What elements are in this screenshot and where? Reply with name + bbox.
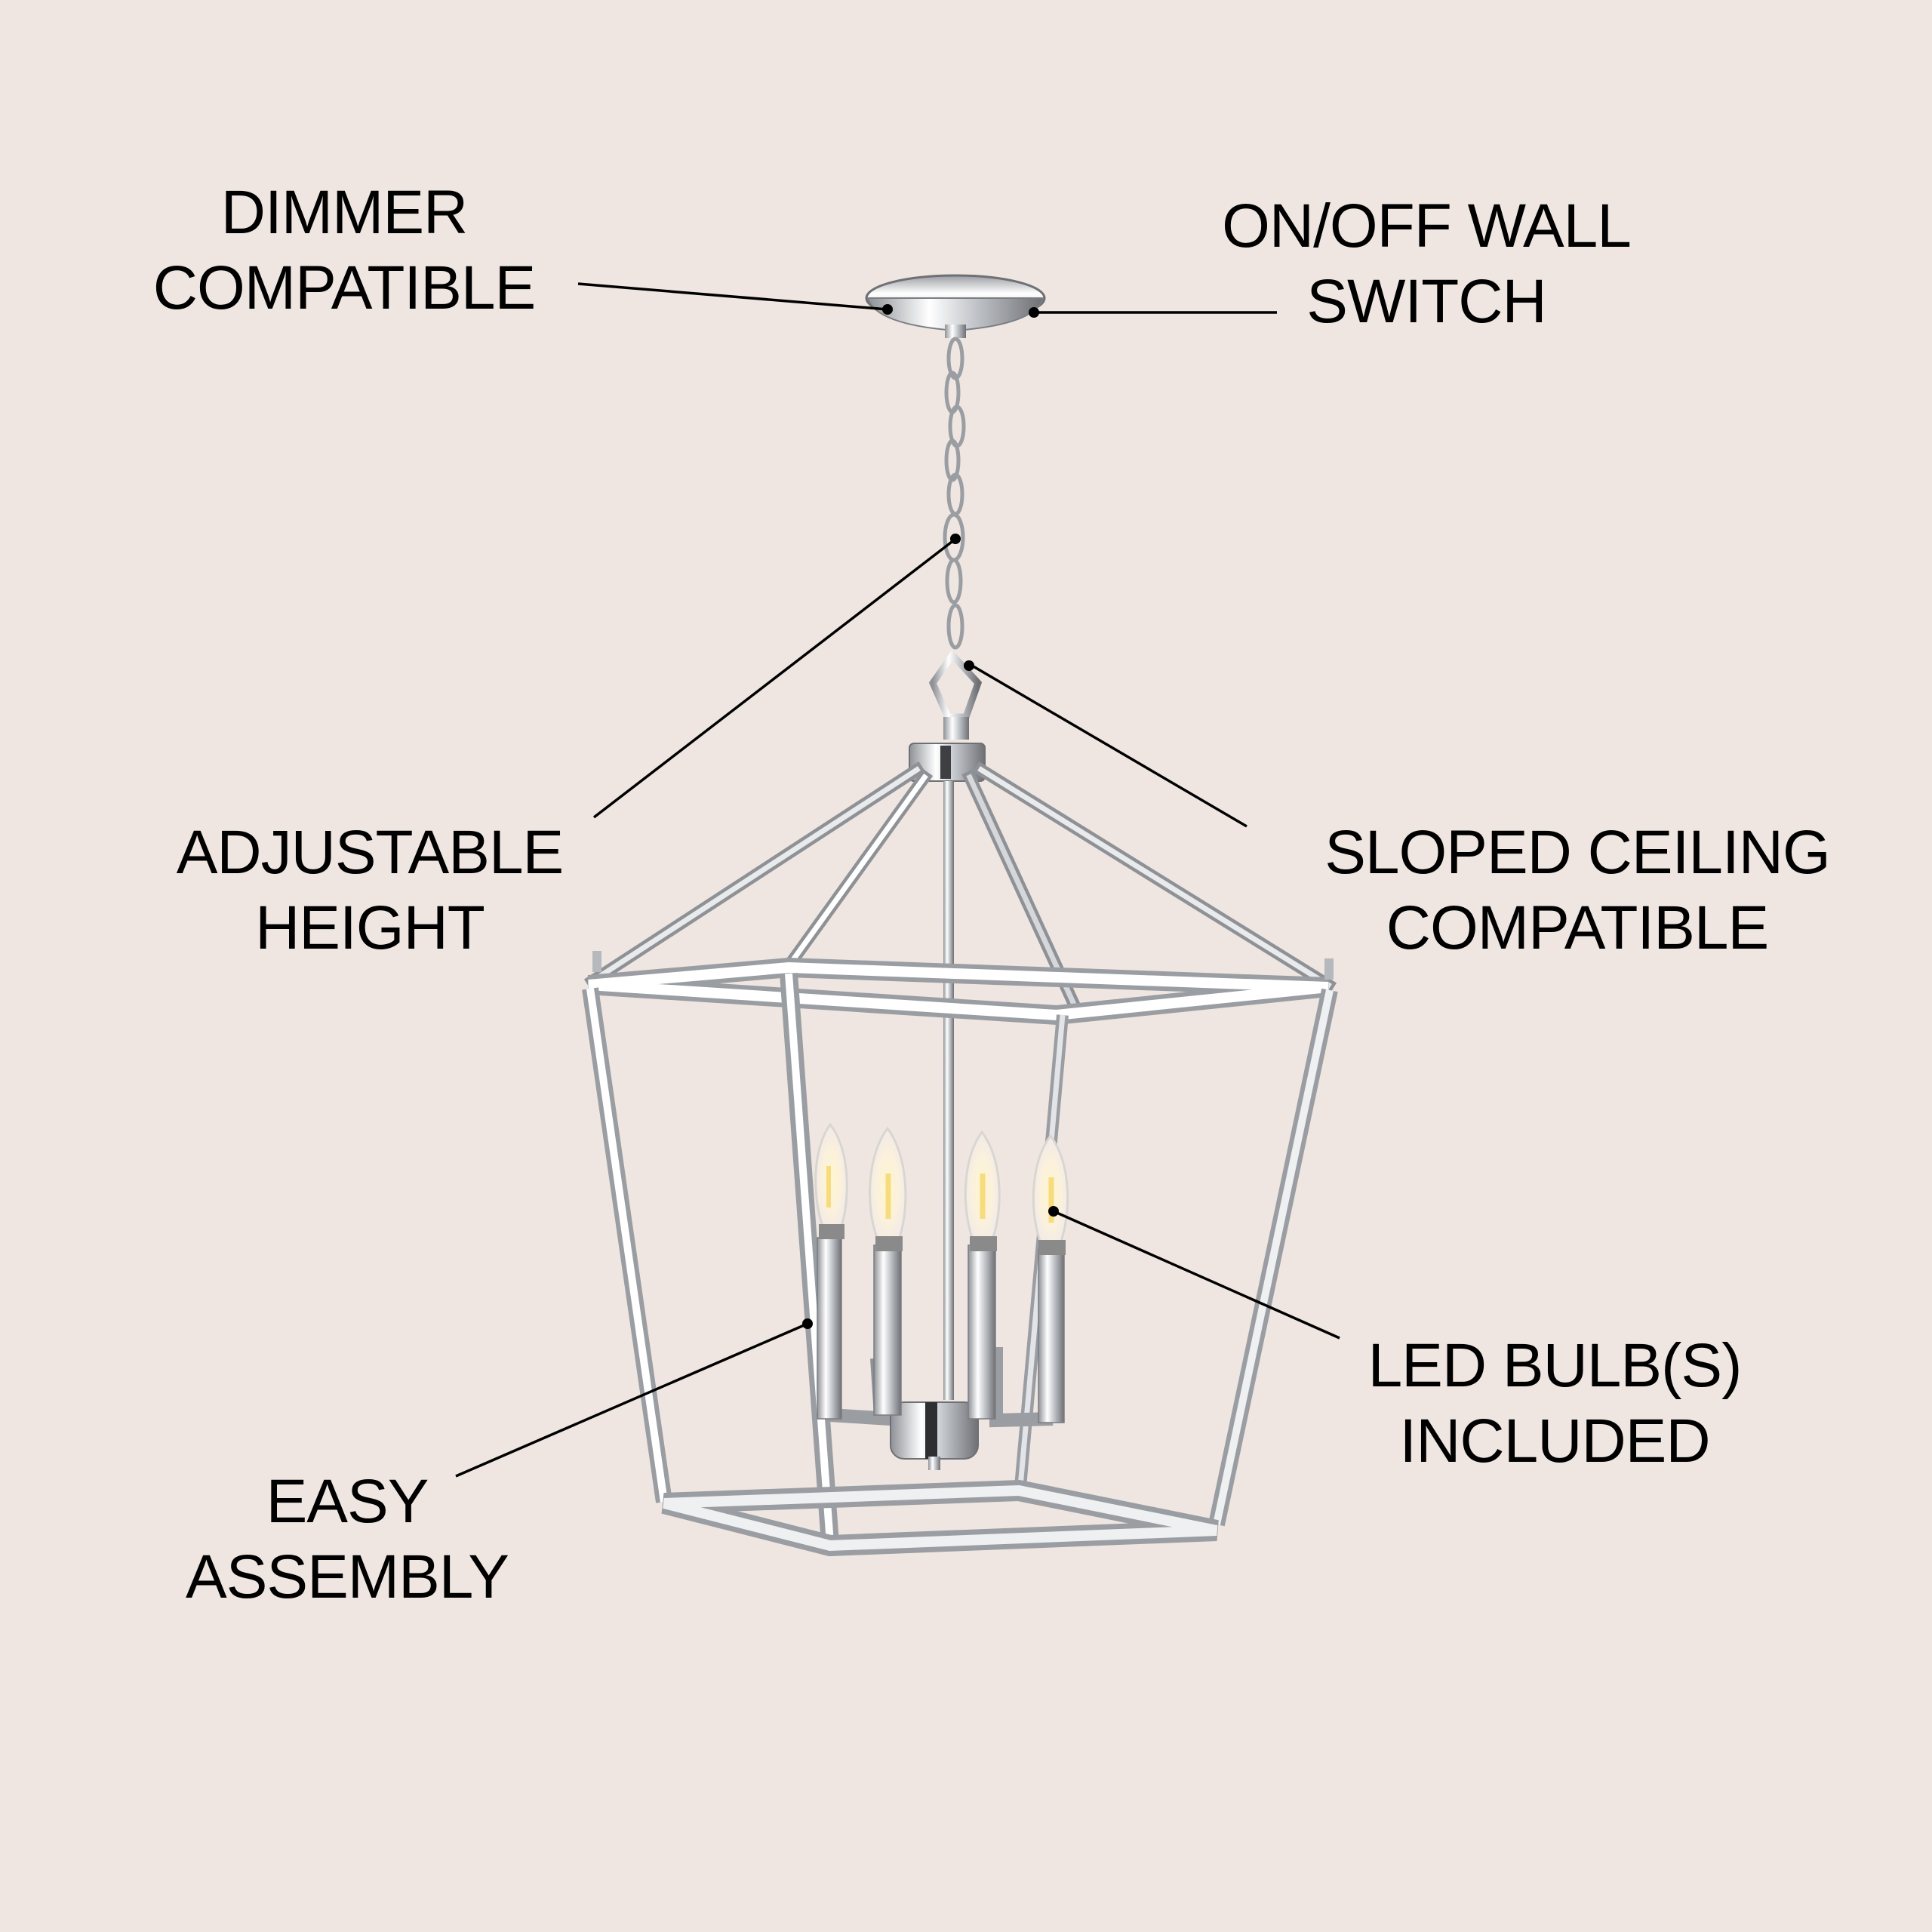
callout-sloped-ceiling-compatible: SLOPED CEILING COMPATIBLE <box>1298 815 1857 966</box>
leader-height <box>592 538 956 819</box>
callout-line: EASY <box>266 1467 429 1536</box>
callout-dimmer-compatible: DIMMER COMPATIBLE <box>133 175 555 326</box>
lantern-posts <box>582 973 1338 1544</box>
ceiling-canopy <box>865 274 1046 338</box>
bulb-2 <box>869 1126 907 1251</box>
leader-led <box>1053 1210 1340 1340</box>
callout-line: SLOPED CEILING <box>1324 818 1831 887</box>
bulb-4 <box>1032 1134 1069 1255</box>
leader-dimmer <box>577 282 888 311</box>
callout-line: HEIGHT <box>255 894 485 962</box>
leader-sloped <box>971 664 1247 828</box>
callout-line: ASSEMBLY <box>186 1543 509 1611</box>
callout-dots <box>802 304 1059 1329</box>
callout-lines <box>455 282 1340 1478</box>
bottom-frame <box>661 1479 1219 1557</box>
bulb-1 <box>814 1122 848 1239</box>
callout-line: INCLUDED <box>1399 1407 1710 1475</box>
callout-line: ADJUSTABLE <box>176 818 565 887</box>
bulb-3 <box>964 1130 1001 1251</box>
callout-led-bulbs-included: LED BULB(S) INCLUDED <box>1336 1328 1774 1479</box>
callout-adjustable-height: ADJUSTABLE HEIGHT <box>151 815 589 966</box>
callout-line: SWITCH <box>1306 267 1546 336</box>
center-rod <box>943 781 954 1400</box>
callout-easy-assembly: EASY ASSEMBLY <box>151 1464 543 1615</box>
chain <box>943 337 966 650</box>
leader-assembly <box>455 1322 808 1478</box>
callout-line: LED BULB(S) <box>1367 1331 1743 1400</box>
callout-on-off-wall-switch: ON/OFF WALL SWITCH <box>1185 189 1668 340</box>
callout-line: DIMMER <box>220 178 469 247</box>
led-bulbs <box>814 1122 1069 1255</box>
callout-line: COMPATIBLE <box>152 254 536 322</box>
callout-line: COMPATIBLE <box>1386 894 1769 962</box>
top-frame <box>587 951 1334 1026</box>
callout-line: ON/OFF WALL <box>1222 192 1632 260</box>
